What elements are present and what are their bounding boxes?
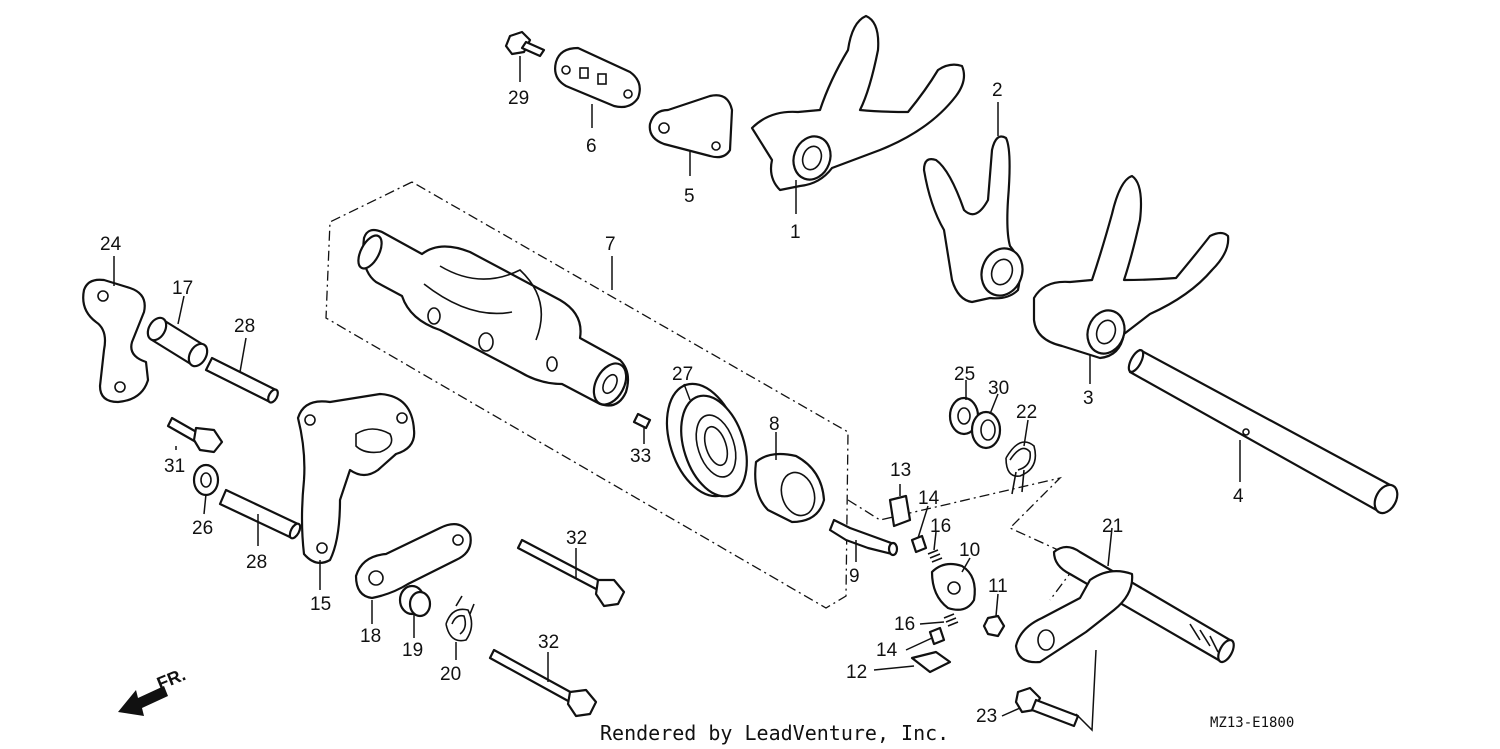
callout-7: 7: [605, 234, 616, 255]
callout-14-upper: 14: [918, 488, 940, 509]
part-13-block: [888, 494, 912, 528]
callout-16-upper: 16: [930, 516, 951, 537]
callout-28-lower: 28: [246, 552, 267, 573]
drum-assembly-boundary: [325, 181, 849, 609]
callout-22: 22: [1016, 402, 1037, 423]
callout-18: 18: [360, 626, 381, 647]
part-19-roller: [398, 584, 432, 618]
front-direction-arrow: FR.: [118, 664, 188, 716]
callout-15: 15: [310, 594, 331, 615]
callout-33: 33: [630, 446, 651, 467]
callout-4: 4: [1233, 486, 1244, 507]
part-20-spring: [445, 595, 475, 642]
part-14-pin-lower: [928, 626, 946, 646]
part-5-stopper-plate: [648, 94, 734, 159]
part-16-spring-upper: [927, 549, 943, 563]
part-24-bracket: [82, 278, 150, 404]
part-15-plate: [296, 392, 416, 565]
callout-12: 12: [846, 662, 867, 683]
part-17-collar: [146, 316, 209, 368]
callout-13: 13: [890, 460, 911, 481]
callout-5: 5: [684, 186, 695, 207]
part-31-bolt: [166, 416, 224, 454]
callout-17: 17: [172, 278, 193, 299]
part-32-bolt-upper: [516, 538, 626, 608]
callout-3: 3: [1083, 388, 1094, 409]
part-9-pin: [828, 518, 899, 557]
part-16-spring-lower: [943, 613, 959, 627]
callout-23: 23: [976, 706, 997, 727]
callout-8: 8: [769, 414, 780, 435]
callout-25: 25: [954, 364, 975, 385]
part-11-bolt: [982, 614, 1006, 638]
part-21-shift-spindle: [1014, 545, 1235, 664]
callout-14-lower: 14: [876, 640, 898, 661]
callout-6: 6: [586, 136, 597, 157]
part-14-pin-upper: [910, 534, 928, 554]
part-33-dowel: [632, 412, 652, 430]
part-18-arm: [354, 523, 472, 600]
front-direction-label: FR.: [154, 664, 188, 693]
callout-27: 27: [672, 364, 693, 385]
callout-28-upper: 28: [234, 316, 255, 337]
callout-11: 11: [988, 576, 1008, 597]
part-10-drum-stopper: [930, 562, 976, 611]
part-1-shift-fork: [750, 14, 966, 192]
part-8-drum-center: [754, 452, 826, 524]
callout-9: 9: [849, 566, 860, 587]
part-12-plate: [910, 650, 952, 674]
part-2-shift-fork: [922, 135, 1024, 304]
part-7-shift-drum: [357, 228, 630, 407]
callout-2: 2: [992, 80, 1003, 101]
callout-31: 31: [164, 456, 185, 477]
part-3-shift-fork: [1032, 174, 1230, 360]
part-28-pin-lower: [218, 488, 302, 540]
callout-labels: 1 2 3 4 5 6 7 8 9 10 11 12 13 14 16 16 1…: [100, 80, 1244, 727]
part-29-bolt: [504, 30, 546, 58]
part-28-pin-upper: [204, 356, 279, 404]
callout-21: 21: [1102, 516, 1123, 537]
callout-32-lower: 32: [538, 632, 559, 653]
callout-10: 10: [959, 540, 980, 561]
part-27-bearing: [665, 382, 748, 498]
callout-29: 29: [508, 88, 529, 109]
callout-30: 30: [988, 378, 1009, 399]
part-30-collar: [970, 410, 1002, 450]
callout-16-lower: 16: [894, 614, 915, 635]
leader-lines: [113, 56, 1241, 732]
part-26-washer: [192, 463, 220, 497]
part-22-return-spring: [1005, 441, 1037, 495]
callout-32-upper: 32: [566, 528, 587, 549]
callout-19: 19: [402, 640, 423, 661]
callout-26: 26: [192, 518, 213, 539]
part-4-fork-shaft: [1127, 348, 1399, 515]
part-23-bolt: [1014, 686, 1080, 728]
credit-text: Rendered by LeadVenture, Inc.: [600, 721, 949, 745]
callout-24: 24: [100, 234, 122, 255]
callout-20: 20: [440, 664, 461, 685]
callout-1: 1: [790, 222, 801, 243]
diagram-code: MZ13-E1800: [1210, 715, 1294, 731]
part-32-bolt-lower: [488, 648, 598, 718]
